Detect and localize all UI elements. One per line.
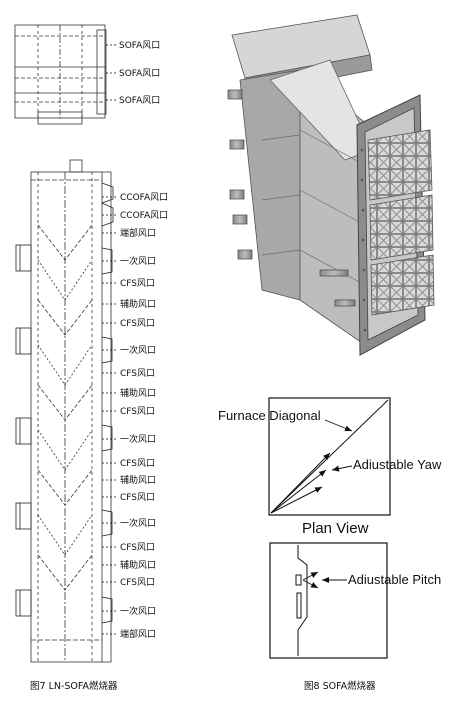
sofa-burner-render — [227, 14, 435, 356]
pitch-view-diagram: Adiustable Pitch — [269, 542, 441, 659]
burner-leader-lines — [102, 196, 118, 635]
burner-port-label: CFS风口 — [120, 368, 155, 379]
burner-port-label: 一次风口 — [120, 433, 156, 445]
burner-port-label: CFS风口 — [120, 542, 155, 553]
burner-labels: CCOFA风口 CCOFA风口 端部风口 一次风口 CFS风口 辅助风口 CFS… — [120, 192, 168, 640]
burner-port-label: 辅助风口 — [120, 387, 156, 399]
burner-port-label: 一次风口 — [120, 255, 156, 267]
burner-port-label: 一次风口 — [120, 344, 156, 356]
sofa-label: SOFA风口 — [119, 95, 160, 106]
burner-column-drawing — [15, 159, 114, 663]
sofa-box-drawing — [14, 24, 118, 125]
burner-port-label: CFS风口 — [120, 318, 155, 329]
plan-view-box — [268, 397, 391, 516]
burner-port-label: CCOFA风口 — [120, 192, 168, 203]
sofa-label: SOFA风口 — [119, 68, 160, 79]
burner-port-label: 辅助风口 — [120, 474, 156, 486]
burner-port-label: CFS风口 — [120, 406, 155, 417]
burner-port-label: 一次风口 — [120, 517, 156, 529]
figure8-caption: 图8 SOFA燃烧器 — [304, 680, 376, 692]
plan-view-title: Plan View — [302, 520, 369, 537]
burner-port-label: CFS风口 — [120, 492, 155, 503]
figure7-caption: 图7 LN-SOFA燃烧器 — [30, 680, 118, 692]
sofa-label: SOFA风口 — [119, 40, 160, 51]
burner-profile — [297, 545, 308, 656]
burner-port-label: CCOFA风口 — [120, 210, 168, 221]
plan-view-diagram: Furnace Diagonal Adiustable Yaw Plan Vie… — [218, 397, 442, 537]
sofa-labels: SOFA风口 SOFA风口 SOFA风口 — [119, 40, 160, 106]
burner-port-label: CFS风口 — [120, 577, 155, 588]
adjustable-yaw-label: Adiustable Yaw — [353, 457, 442, 472]
burner-port-label: 一次风口 — [120, 605, 156, 617]
burner-port-label: 端部风口 — [120, 628, 156, 640]
burner-port-label: CFS风口 — [120, 278, 155, 289]
burner-port-label: 辅助风口 — [120, 298, 156, 310]
burner-port-label: 端部风口 — [120, 227, 156, 239]
furnace-diagonal-label: Furnace Diagonal — [218, 408, 321, 423]
burner-port-label: CFS风口 — [120, 458, 155, 469]
burner-port-label: 辅助风口 — [120, 559, 156, 571]
pitch-view-box — [269, 542, 388, 659]
adjustable-pitch-label: Adiustable Pitch — [348, 572, 441, 587]
